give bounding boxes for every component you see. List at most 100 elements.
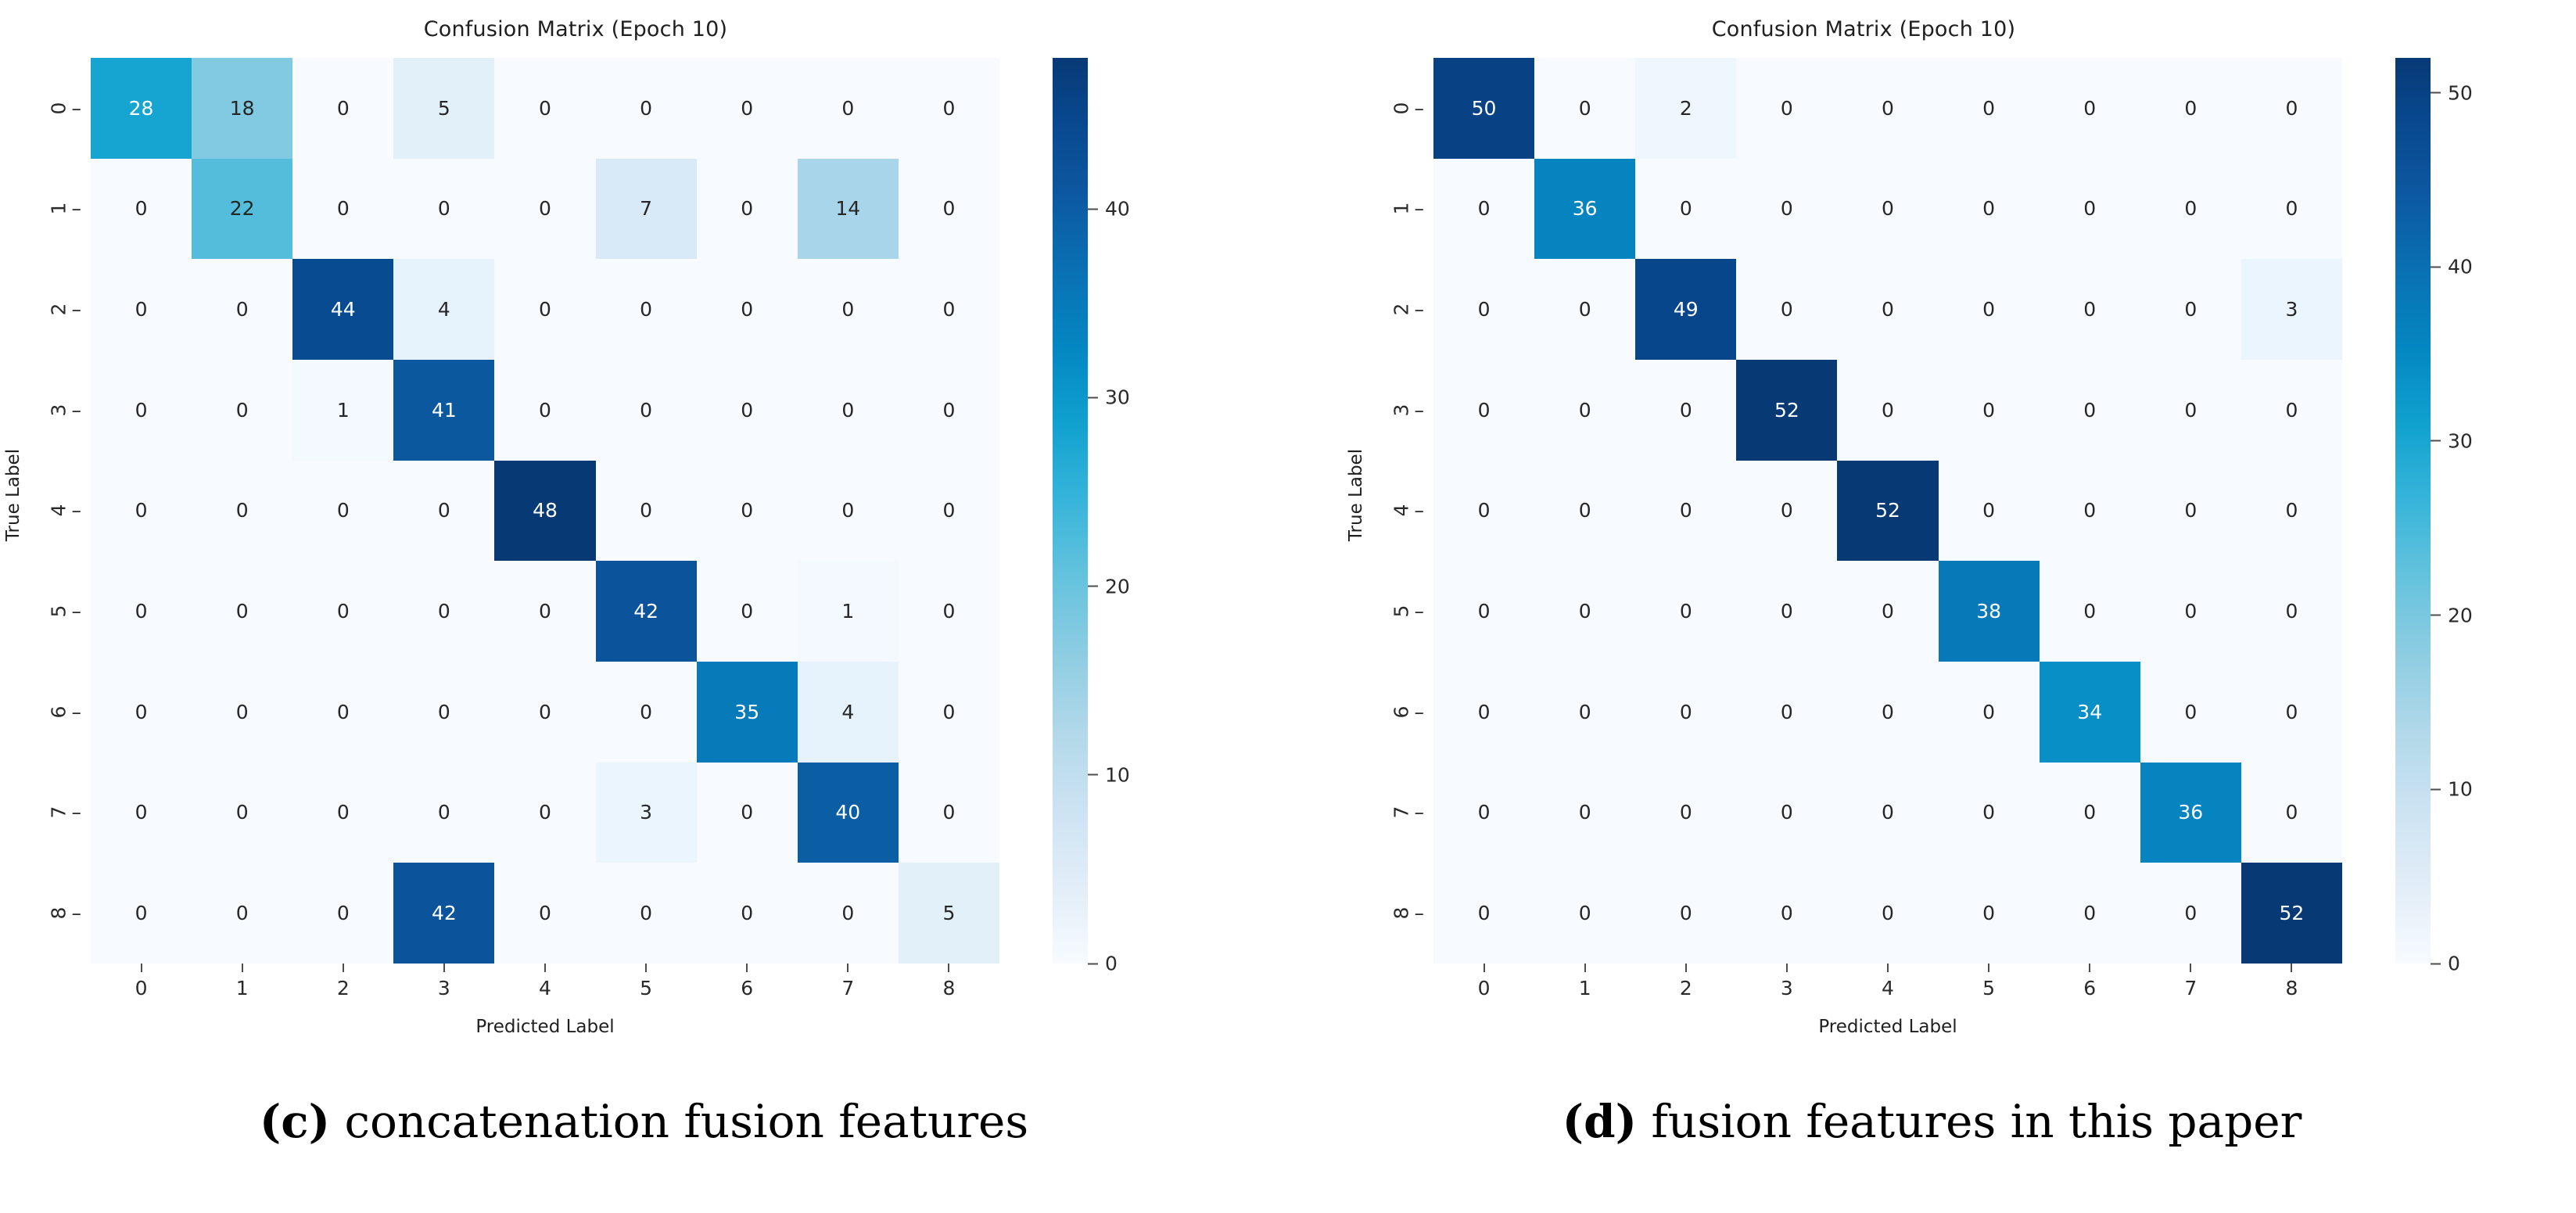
colorbar-tick-mark <box>2431 92 2441 94</box>
heatmap-cell: 0 <box>1938 360 2040 461</box>
y-tick-0: 0– <box>0 58 86 159</box>
colorbar-gradient-c <box>1053 58 1088 964</box>
y-tick-label: 5 <box>47 605 70 618</box>
colorbar-tick-mark <box>2431 788 2441 791</box>
y-tick-mark: – <box>71 96 82 120</box>
x-tick-mark <box>847 964 849 972</box>
y-tick-label: 7 <box>1390 806 1413 819</box>
heatmap-cell: 0 <box>1938 158 2040 260</box>
heatmap-cell: 0 <box>494 662 596 763</box>
heatmap-cell: 0 <box>1938 762 2040 863</box>
x-tick-label: 4 <box>1882 977 1894 999</box>
y-tick-4: 4– <box>0 461 86 562</box>
heatmap-cell: 0 <box>91 561 192 662</box>
heatmap-cell: 0 <box>2039 561 2140 662</box>
heatmap-cell: 0 <box>2241 762 2342 863</box>
heatmap-cell: 0 <box>292 762 394 863</box>
x-tick-label: 7 <box>2184 977 2197 999</box>
y-tick-label: 0 <box>47 102 70 115</box>
x-tick-mark <box>1886 964 1889 972</box>
heatmap-cell: 0 <box>2241 460 2342 562</box>
colorbar-tick-mark <box>2431 266 2441 268</box>
x-tick-label: 2 <box>336 977 350 999</box>
heatmap-cell: 0 <box>1635 158 1737 260</box>
heatmap-cell: 36 <box>2140 762 2241 863</box>
chart-title-c: Confusion Matrix (Epoch 10) <box>423 17 728 41</box>
y-tick-mark: – <box>71 298 82 321</box>
caption-marker-d: (d) <box>1562 1095 1638 1148</box>
caption-text-d: fusion features in this paper <box>1637 1095 2302 1148</box>
heatmap-cell: 0 <box>696 561 798 662</box>
y-tick-mark: – <box>1414 902 1425 925</box>
y-tick-label: 8 <box>1390 906 1413 920</box>
heatmap-cell: 0 <box>91 259 192 360</box>
y-tick-label: 4 <box>1390 504 1413 517</box>
x-tick-label: 3 <box>437 977 450 999</box>
heatmap-cell: 0 <box>91 460 192 562</box>
heatmap-cell: 0 <box>797 460 899 562</box>
heatmap-cell: 0 <box>595 662 697 763</box>
caption-c: (c) concatenation fusion features <box>0 1095 1288 1148</box>
heatmap-cell: 0 <box>192 460 293 562</box>
heatmap-cell: 0 <box>2140 863 2241 964</box>
y-tick-mark: – <box>1414 197 1425 221</box>
colorbar-tick-30: 30 <box>2431 429 2473 452</box>
heatmap-cell: 14 <box>797 158 899 260</box>
x-tick-mark <box>1684 964 1687 972</box>
heatmap-cell: 0 <box>2241 561 2342 662</box>
y-tick-label: 3 <box>1390 404 1413 417</box>
heatmap-cell: 7 <box>595 158 697 260</box>
y-tick-3: 3– <box>1343 360 1429 461</box>
heatmap-cell: 0 <box>1534 460 1636 562</box>
heatmap-cell: 48 <box>494 460 596 562</box>
y-tick-label: 1 <box>1390 203 1413 215</box>
y-tick-2: 2– <box>0 259 86 360</box>
x-tick-label: 5 <box>640 977 653 999</box>
y-tick-mark: – <box>1414 700 1425 723</box>
y-tick-8: 8– <box>0 863 86 964</box>
heatmap-cell: 0 <box>1837 259 1939 360</box>
heatmap-cell: 3 <box>595 762 697 863</box>
y-tick-mark: – <box>71 197 82 221</box>
x-tick-5: 5 <box>1939 964 2040 999</box>
heatmap-cell: 0 <box>696 58 798 159</box>
heatmap-cell: 0 <box>91 360 192 461</box>
colorbar-tick-mark <box>1088 208 1098 210</box>
heatmap-cell: 35 <box>696 662 798 763</box>
heatmap-cell: 0 <box>1837 158 1939 260</box>
x-tick-6: 6 <box>2040 964 2140 999</box>
heatmap-cell: 0 <box>898 58 999 159</box>
y-axis-ticks-d: 0–1–2–3–4–5–6–7–8– <box>1343 58 1429 964</box>
x-tick-label: 0 <box>1477 977 1491 999</box>
heatmap-cell: 0 <box>1635 662 1737 763</box>
heatmap-cell: 38 <box>1938 561 2040 662</box>
x-tick-0: 0 <box>1433 964 1534 999</box>
colorbar-tick-label: 0 <box>1105 952 1118 975</box>
heatmap-cell: 0 <box>393 460 495 562</box>
heatmap-cell: 0 <box>292 158 394 260</box>
heatmap-cell: 0 <box>192 561 293 662</box>
y-tick-mark: – <box>1414 298 1425 321</box>
y-tick-2: 2– <box>1343 259 1429 360</box>
y-tick-mark: – <box>1414 96 1425 120</box>
heatmap-cell: 0 <box>595 863 697 964</box>
heatmap-cell: 1 <box>797 561 899 662</box>
x-axis-label-d: Predicted Label <box>1818 1017 1957 1037</box>
heatmap-cell: 0 <box>1736 460 1838 562</box>
y-tick-7: 7– <box>1343 763 1429 863</box>
colorbar-tick-50: 50 <box>2431 81 2473 104</box>
x-tick-mark <box>1785 964 1788 972</box>
colorbar-tick-mark <box>1088 773 1098 776</box>
heatmap-cell: 0 <box>1938 662 2040 763</box>
heatmap-cell: 0 <box>494 863 596 964</box>
heatmap-cell: 0 <box>696 762 798 863</box>
heatmap-cell: 0 <box>595 259 697 360</box>
y-tick-4: 4– <box>1343 461 1429 562</box>
heatmap-cell: 0 <box>2140 360 2241 461</box>
heatmap-cell: 0 <box>2140 158 2241 260</box>
